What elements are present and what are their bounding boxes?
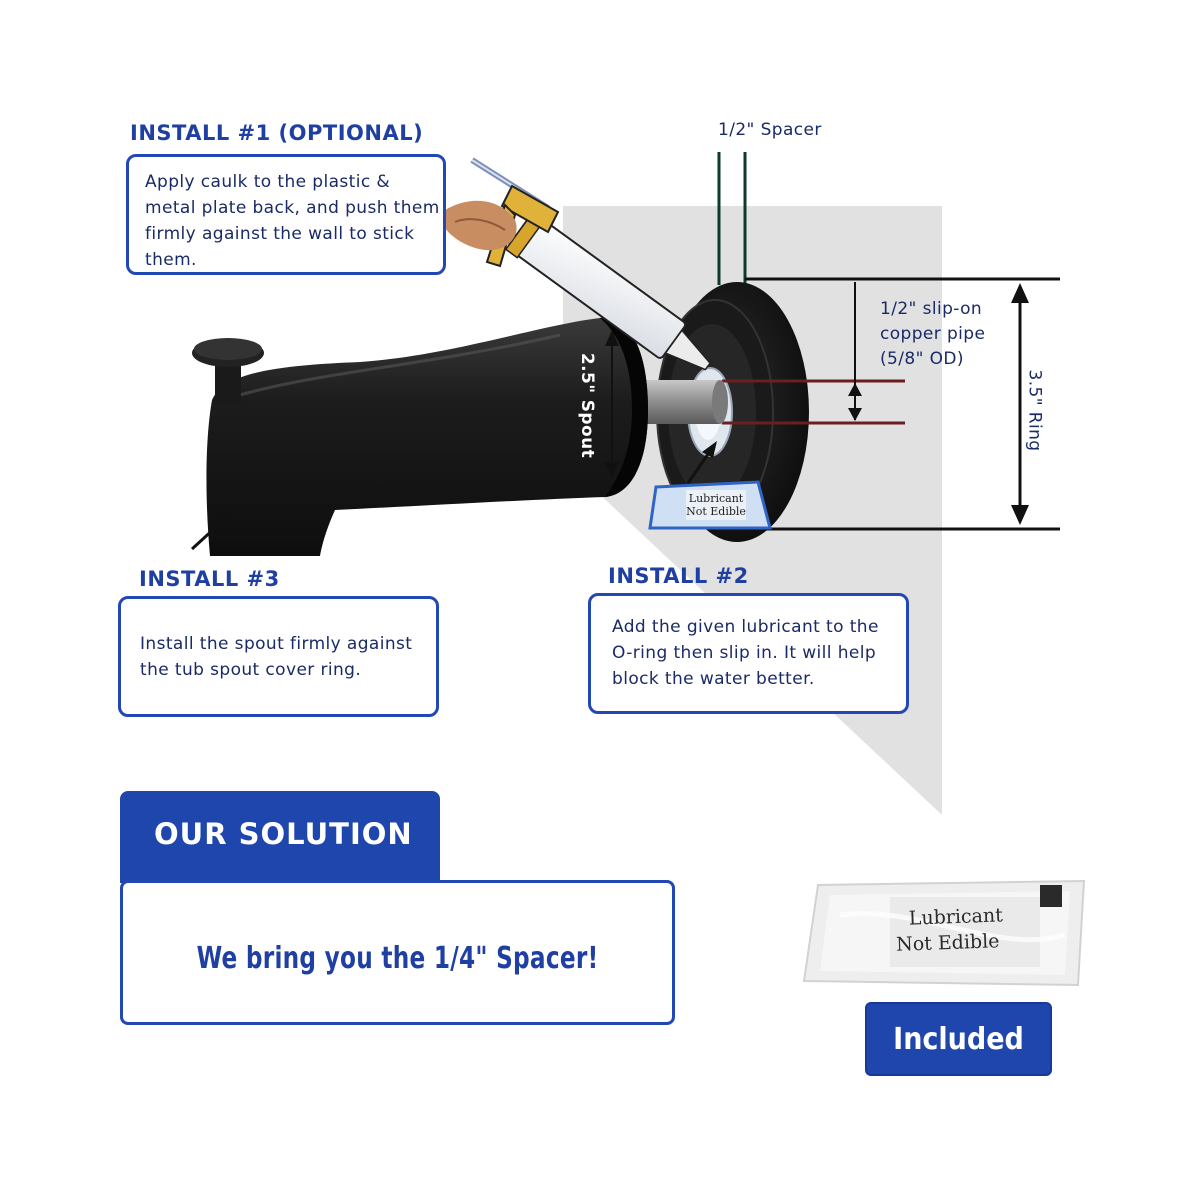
ring-dimension-arrow [1011, 283, 1029, 525]
small-packet-line2: Not Edible [686, 505, 746, 518]
install-3-line: the tub spout cover ring. [140, 660, 362, 680]
small-packet-line1: Lubricant [689, 492, 744, 505]
install-2-heading: INSTALL #2 [608, 564, 749, 588]
install-1-line: metal plate back, and push them [145, 198, 440, 218]
packet-line2: Not Edible [896, 930, 1000, 956]
pipe-label-line: (5/8" OD) [880, 349, 964, 369]
install-1-line: Apply caulk to the plastic & [145, 172, 391, 192]
ring-label: 3.5" Ring [1024, 369, 1045, 452]
spout-label: 2.5" Spout [577, 352, 598, 459]
pipe-label: 1/2" slip-on copper pipe (5/8" OD) [880, 297, 985, 372]
install-2-box: Add the given lubricant to the O-ring th… [588, 593, 909, 714]
tub-spout [192, 317, 648, 556]
install-2-line: O-ring then slip in. It will help [612, 643, 877, 663]
our-solution-box: We bring you the 1/4" Spacer! [120, 880, 675, 1025]
small-lubricant-packet [648, 480, 772, 530]
pipe-dimension-arrow [848, 282, 862, 421]
install-1-line: them. [145, 250, 197, 270]
our-solution-text: We bring you the 1/4" Spacer! [196, 941, 599, 976]
install-2-line: block the water better. [612, 669, 815, 689]
oring-pointer-arrow [686, 441, 717, 484]
lubricant-packet: Lubricant Not Edible [802, 879, 1086, 987]
install-3-heading: INSTALL #3 [139, 567, 280, 591]
install-2-line: Add the given lubricant to the [612, 617, 879, 637]
install-1-heading: INSTALL #1 (OPTIONAL) [130, 121, 424, 145]
pipe-label-line: copper pipe [880, 324, 986, 344]
our-solution-tab: OUR SOLUTION [120, 791, 440, 883]
caulk-gun [445, 157, 711, 371]
packet-line1: Lubricant [908, 904, 1003, 929]
install-1-box: Apply caulk to the plastic & metal plate… [126, 154, 446, 275]
install-3-box: Install the spout firmly against the tub… [118, 596, 439, 717]
included-badge: Included [865, 1002, 1052, 1076]
spout-pointer-arrow [190, 511, 233, 551]
install-3-line: Install the spout firmly against [140, 634, 413, 654]
spacer-label: 1/2" Spacer [718, 120, 822, 140]
install-1-line: firmly against the wall to stick [145, 224, 415, 244]
pipe-label-line: 1/2" slip-on [880, 299, 983, 319]
spout-dimension-arrow [605, 330, 619, 478]
